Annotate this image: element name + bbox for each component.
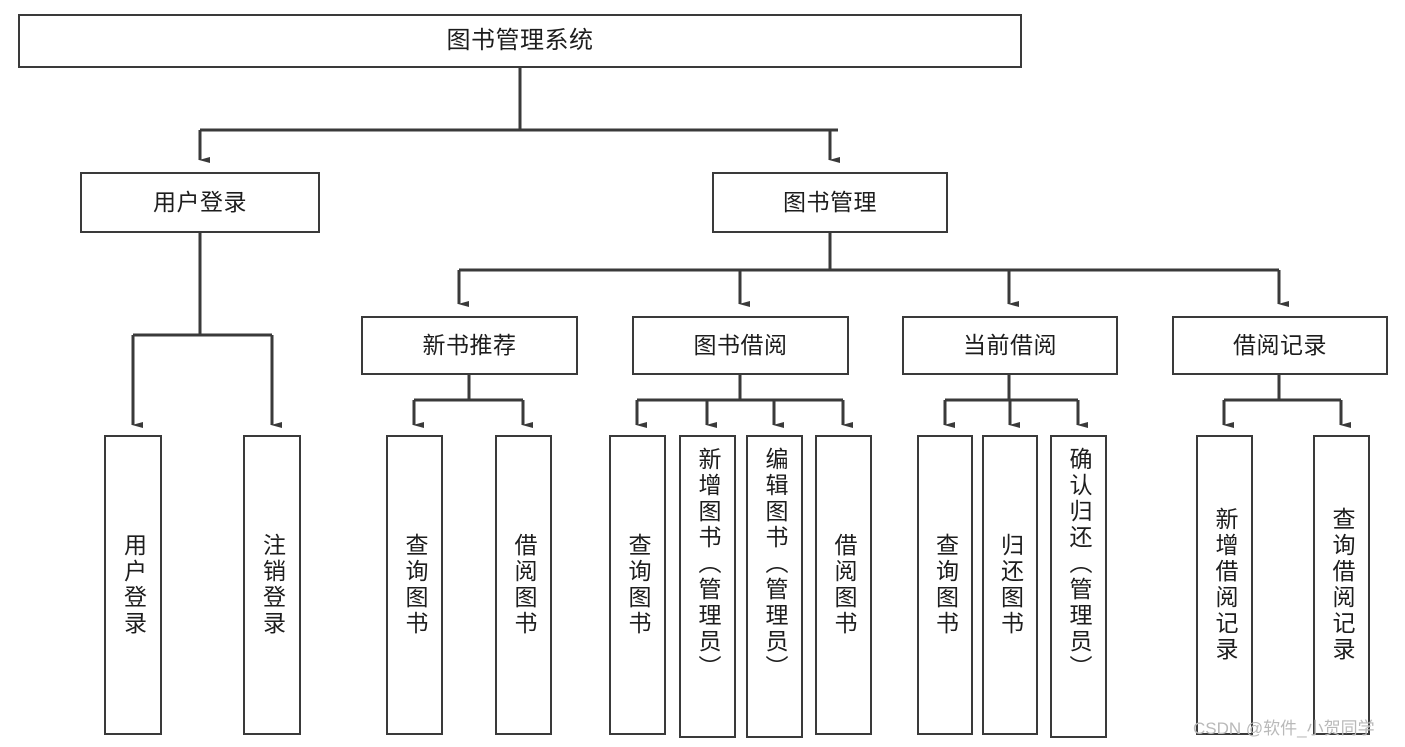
node-label: 确认归还（管理员） — [1066, 447, 1092, 681]
node-label: 用户登录 — [153, 188, 247, 215]
leaf-query-book-recommend[interactable]: 查询图书 — [386, 435, 443, 735]
leaf-return-book[interactable]: 归还图书 — [982, 435, 1038, 735]
leaf-add-borrow-record[interactable]: 新增借阅记录 — [1196, 435, 1253, 735]
node-borrow-record[interactable]: 借阅记录 — [1172, 316, 1388, 375]
node-label: 编辑图书（管理员） — [762, 447, 788, 681]
leaf-edit-book-admin[interactable]: 编辑图书（管理员） — [746, 435, 803, 738]
leaf-borrow-book[interactable]: 借阅图书 — [815, 435, 872, 735]
leaf-add-book-admin[interactable]: 新增图书（管理员） — [679, 435, 736, 738]
csdn-watermark: CSDN @软件_小贺同学 — [1193, 719, 1375, 738]
leaf-user-login[interactable]: 用户登录 — [104, 435, 162, 735]
node-current-borrow[interactable]: 当前借阅 — [902, 316, 1118, 375]
node-label: 查询图书 — [932, 533, 959, 637]
node-label: 新书推荐 — [422, 331, 517, 358]
leaf-query-book-current[interactable]: 查询图书 — [917, 435, 973, 735]
node-label: 用户登录 — [120, 533, 147, 637]
node-label: 图书借阅 — [693, 331, 788, 358]
node-label: 新增借阅记录 — [1212, 507, 1238, 663]
node-book-management[interactable]: 图书管理 — [712, 172, 948, 233]
node-label: 图书管理系统 — [446, 26, 594, 54]
leaf-query-book-borrow[interactable]: 查询图书 — [609, 435, 666, 735]
node-label: 图书管理 — [783, 188, 877, 215]
leaf-borrow-book-recommend[interactable]: 借阅图书 — [495, 435, 552, 735]
node-user-login[interactable]: 用户登录 — [80, 172, 320, 233]
node-label: 新增图书（管理员） — [695, 447, 721, 681]
leaf-confirm-return-admin[interactable]: 确认归还（管理员） — [1050, 435, 1107, 738]
node-label: 查询图书 — [625, 533, 651, 637]
node-new-book-recommend[interactable]: 新书推荐 — [361, 316, 578, 375]
node-root-book-management-system[interactable]: 图书管理系统 — [18, 14, 1022, 68]
node-label: 当前借阅 — [963, 331, 1057, 358]
leaf-user-logout[interactable]: 注销登录 — [243, 435, 301, 735]
node-label: 查询图书 — [402, 533, 428, 637]
leaf-query-borrow-record[interactable]: 查询借阅记录 — [1313, 435, 1370, 735]
node-label: 查询借阅记录 — [1329, 507, 1355, 663]
node-book-borrow[interactable]: 图书借阅 — [632, 316, 849, 375]
node-label: 注销登录 — [259, 533, 286, 637]
node-label: 借阅图书 — [511, 533, 537, 637]
node-label: 归还图书 — [997, 533, 1024, 637]
node-label: 借阅记录 — [1233, 331, 1327, 358]
node-label: 借阅图书 — [831, 533, 857, 637]
